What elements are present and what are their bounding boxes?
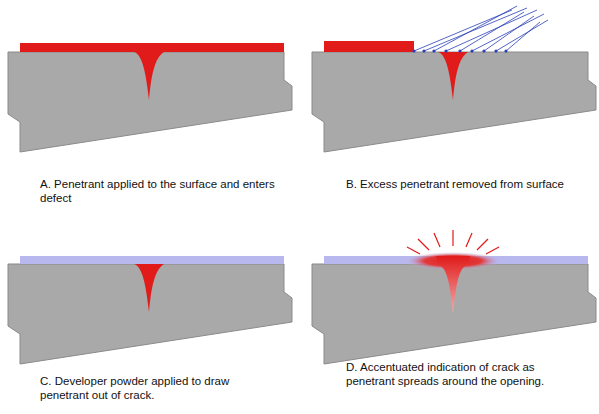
- panel-caption: C. Developer powder applied to draw pene…: [40, 374, 260, 402]
- panel-caption: A. Penetrant applied to the surface and …: [40, 177, 290, 205]
- panel-b: [312, 6, 596, 152]
- panel-a: [8, 43, 292, 152]
- panel-caption: D. Accentuated indication of crack as pe…: [346, 360, 561, 388]
- panel-caption: B. Excess penetrant removed from surface: [346, 177, 591, 191]
- panel-d: [312, 230, 596, 364]
- panel-c: [8, 256, 292, 364]
